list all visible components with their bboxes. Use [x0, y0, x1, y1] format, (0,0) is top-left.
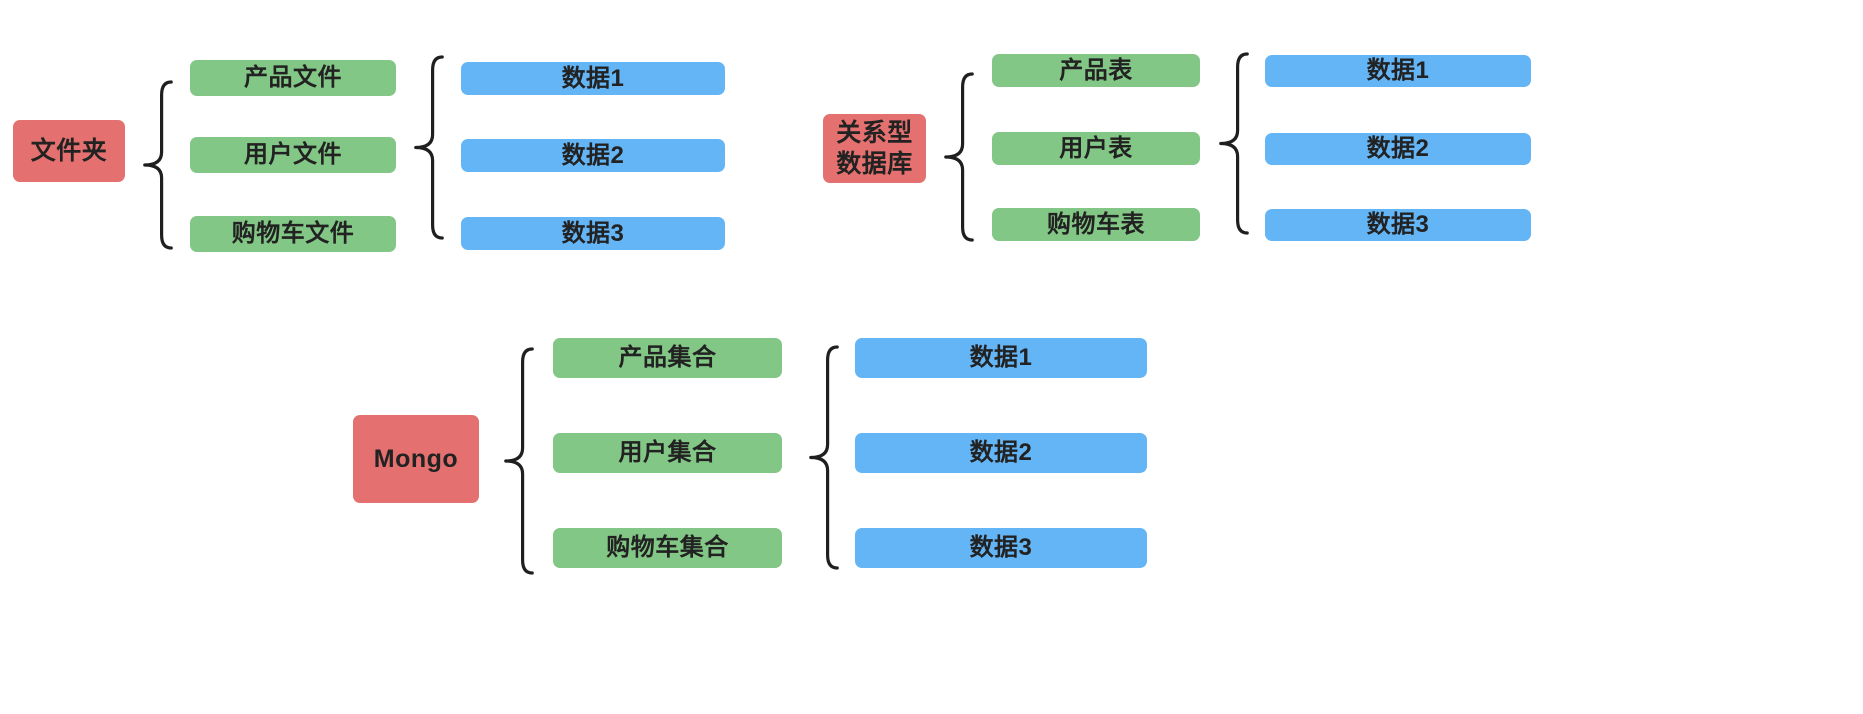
mid-node-rdbms-0: 产品表: [992, 54, 1200, 87]
brace-rdbms-level2: [1219, 52, 1249, 235]
brace-filesystem-level2: [414, 55, 444, 240]
root-node-filesystem: 文件夹: [13, 120, 125, 182]
leaf-node-filesystem-2: 数据3: [461, 217, 725, 250]
mid-node-filesystem-0: 产品文件: [190, 60, 396, 96]
root-node-rdbms: 关系型 数据库: [823, 114, 926, 183]
leaf-node-rdbms-0: 数据1: [1265, 55, 1531, 87]
brace-rdbms-level1: [944, 72, 974, 242]
mid-node-filesystem-2: 购物车文件: [190, 216, 396, 252]
leaf-node-mongo-0: 数据1: [855, 338, 1147, 378]
leaf-node-filesystem-1: 数据2: [461, 139, 725, 172]
mid-node-mongo-2: 购物车集合: [553, 528, 782, 568]
mid-node-mongo-1: 用户集合: [553, 433, 782, 473]
mid-node-rdbms-2: 购物车表: [992, 208, 1200, 241]
leaf-node-rdbms-2: 数据3: [1265, 209, 1531, 241]
leaf-node-filesystem-0: 数据1: [461, 62, 725, 95]
mid-node-mongo-0: 产品集合: [553, 338, 782, 378]
leaf-node-rdbms-1: 数据2: [1265, 133, 1531, 165]
brace-filesystem-level1: [143, 80, 173, 250]
brace-mongo-level2: [809, 345, 839, 570]
mid-node-filesystem-1: 用户文件: [190, 137, 396, 173]
root-node-mongo: Mongo: [353, 415, 479, 503]
mid-node-rdbms-1: 用户表: [992, 132, 1200, 165]
brace-mongo-level1: [504, 347, 534, 575]
leaf-node-mongo-2: 数据3: [855, 528, 1147, 568]
leaf-node-mongo-1: 数据2: [855, 433, 1147, 473]
